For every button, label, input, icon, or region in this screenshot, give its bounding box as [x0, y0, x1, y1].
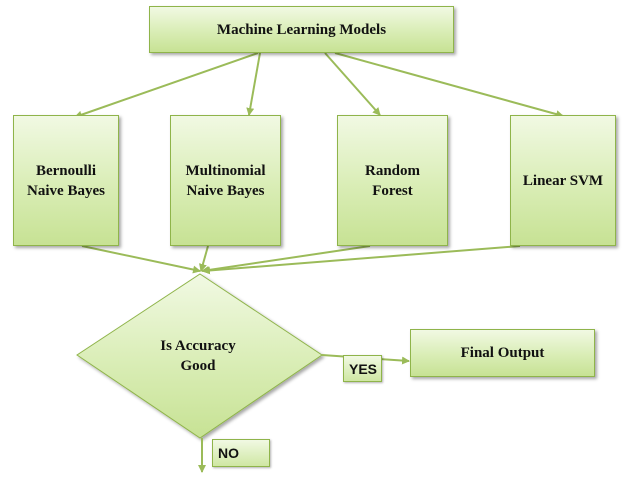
edge-root-to-random-forest: [324, 52, 381, 116]
edge-bernoulli-to-decision: [81, 245, 201, 274]
no-label: NO: [212, 439, 270, 467]
edge-root-to-linear-svm: [334, 52, 564, 118]
node-multinomial-naive-bayes: Multinomial Naive Bayes: [170, 115, 281, 246]
edge-linear-svm-to-decision: [202, 245, 521, 275]
edge-multinomial-to-decision: [199, 245, 209, 272]
node-bernoulli-naive-bayes: Bernoulli Naive Bayes: [13, 115, 119, 246]
decision-diamond: [76, 273, 323, 439]
decision-label: Is Accuracy Good: [160, 338, 236, 374]
yes-label: YES: [343, 355, 382, 382]
node-random-forest: Random Forest: [337, 115, 448, 246]
edge-root-to-multinomial: [246, 52, 261, 116]
node-linear-svm-label: Linear SVM: [522, 172, 604, 189]
node-multinomial-naive-bayes-label: Multinomial Naive Bayes: [185, 162, 266, 199]
node-linear-svm: Linear SVM: [510, 115, 616, 246]
node-machine-learning-models: Machine Learning Models: [149, 6, 454, 53]
node-machine-learning-models-label: Machine Learning Models: [216, 21, 387, 38]
node-final-output-label: Final Output: [460, 345, 545, 361]
node-random-forest-label: Random Forest: [364, 162, 420, 199]
edge-random-forest-to-decision: [201, 245, 371, 274]
edge-root-to-bernoulli: [74, 52, 259, 119]
node-bernoulli-naive-bayes-label: Bernoulli Naive Bayes: [27, 162, 105, 199]
node-final-output: Final Output: [410, 329, 595, 377]
